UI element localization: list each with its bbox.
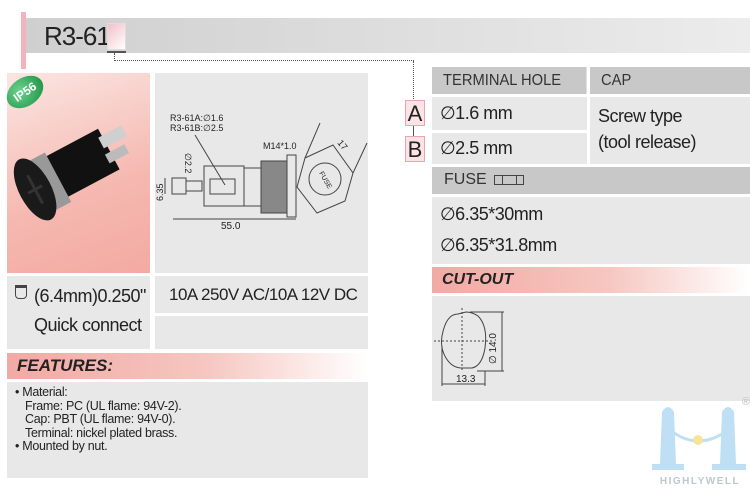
technical-drawing: R3-61A:∅1.6 R3-61B:∅2.5 M14*1.0 17 ∅2.2 … bbox=[155, 113, 368, 232]
row-b-value: ∅2.5 mm bbox=[440, 138, 513, 158]
connector-line-ab bbox=[413, 125, 414, 137]
feature-line: Frame: PC (UL flame: 94V-2). bbox=[25, 398, 182, 413]
label-length: 55.0 bbox=[221, 221, 241, 232]
highlywell-logo: HIGHLYWELL ® bbox=[650, 396, 750, 490]
row-b-value-cell: ∅2.5 mm bbox=[432, 133, 587, 164]
label-height: 6.35 bbox=[155, 183, 165, 201]
fuse-value-2: ∅6.35*31.8mm bbox=[440, 235, 557, 255]
terminal-hole-header: TERMINAL HOLE bbox=[432, 67, 587, 94]
cutout-drawing: ∅ 14.0 13.3 bbox=[434, 308, 504, 386]
rating-cell: 10A 250V AC/10A 12V DC bbox=[155, 276, 368, 313]
label-thread: M14*1.0 bbox=[263, 141, 297, 151]
terminal-type: Quick connect bbox=[34, 315, 142, 335]
feature-line: • Material: bbox=[15, 385, 68, 399]
fuse-holder-image bbox=[13, 125, 130, 221]
fuse-value-1: ∅6.35*30mm bbox=[440, 204, 543, 224]
terminal-size: (6.4mm)0.250" bbox=[34, 286, 146, 306]
rating-text: 10A 250V AC/10A 12V DC bbox=[169, 285, 358, 304]
dimension-drawing: R3-61A:∅1.6 R3-61B:∅2.5 M14*1.0 17 ∅2.2 … bbox=[155, 73, 368, 273]
fuse-values-cell: ∅6.35*30mm ∅6.35*31.8mm bbox=[432, 197, 750, 264]
suffix-underline bbox=[107, 51, 126, 53]
features-body: • Material: Frame: PC (UL flame: 94V-2).… bbox=[7, 382, 368, 478]
model-suffix-box bbox=[107, 23, 126, 50]
connector-line-down bbox=[413, 61, 414, 101]
feature-line: Terminal: nickel plated brass. bbox=[25, 425, 178, 440]
row-a-value-cell: ∅1.6 mm bbox=[432, 97, 587, 130]
label-hole-dia: ∅2.2 bbox=[183, 153, 193, 173]
cap-header: CAP bbox=[590, 67, 750, 94]
cutout-height-label: ∅ 14.0 bbox=[488, 333, 499, 364]
label-r3-61b: R3-61B:∅2.5 bbox=[170, 123, 223, 133]
fuse-icon bbox=[494, 175, 524, 185]
quick-connect-icon bbox=[15, 285, 27, 299]
empty-cell bbox=[155, 316, 368, 349]
cutout-header: CUT-OUT bbox=[432, 267, 750, 293]
cap-value-cell: Screw type (tool release) bbox=[590, 97, 750, 164]
product-photo bbox=[7, 73, 150, 273]
feature-line: • Mounted by nut. bbox=[15, 439, 108, 453]
cap-value-1: Screw type bbox=[598, 106, 683, 126]
logo-text: HIGHLYWELL bbox=[659, 476, 741, 487]
row-b-label: B bbox=[405, 136, 425, 162]
connector-line bbox=[114, 53, 414, 61]
model-title: R3-61 bbox=[44, 21, 111, 51]
terminal-cell: (6.4mm)0.250" Quick connect bbox=[7, 276, 150, 349]
ip56-text: IP56 bbox=[10, 79, 40, 105]
label-cap-fuse: FUSE bbox=[317, 171, 333, 191]
fuse-header-label: FUSE bbox=[444, 171, 487, 188]
row-a-value: ∅1.6 mm bbox=[440, 103, 513, 123]
label-r3-61a: R3-61A:∅1.6 bbox=[170, 113, 223, 123]
title-accent-bar bbox=[21, 12, 26, 69]
row-a-label: A bbox=[405, 100, 425, 126]
features-header: FEATURES: bbox=[7, 353, 368, 379]
fuse-header: FUSE bbox=[432, 167, 750, 194]
cutout-body: ∅ 14.0 13.3 bbox=[432, 296, 750, 401]
cap-value-2: (tool release) bbox=[598, 132, 697, 152]
feature-line: Cap: PBT (UL flame: 94V-0). bbox=[25, 412, 176, 426]
cutout-width-label: 13.3 bbox=[456, 374, 476, 385]
logo-mark bbox=[652, 407, 746, 470]
title-bar bbox=[26, 18, 750, 53]
registered-mark: ® bbox=[741, 396, 750, 408]
label-hex-size: 17 bbox=[335, 138, 349, 152]
